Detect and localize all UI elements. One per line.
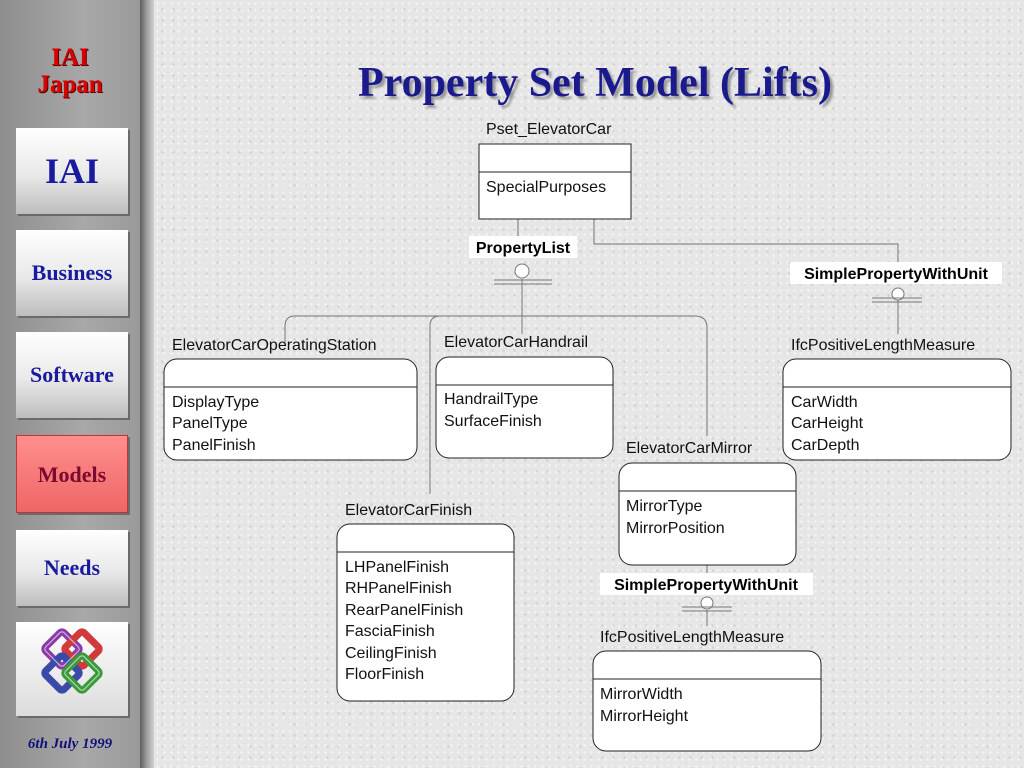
slide-title: Property Set Model (Lifts) (358, 60, 832, 106)
attr-finish-1: RHPanelFinish (345, 580, 452, 597)
simpleproperty-2-bars (682, 606, 732, 612)
connector-to-operating-station (284, 300, 523, 344)
emblem-button[interactable] (16, 622, 128, 716)
nav-button-models[interactable]: Models (16, 435, 128, 513)
attr-finish-4: CeilingFinish (345, 645, 437, 662)
interlocked-squares-icon (41, 628, 103, 694)
propertylist-label-bg (469, 236, 577, 258)
attr-handrail-0: HandrailType (444, 391, 538, 408)
footer-date: 6th July 1999 (27, 736, 113, 752)
attr-mirror-1: MirrorPosition (626, 520, 725, 537)
attr-measure-1-1: CarHeight (791, 415, 864, 432)
node-box-mirror (618, 462, 797, 566)
attr-measure-2-1: MirrorHeight (600, 708, 689, 725)
propertylist-aggregation-bars (494, 279, 552, 285)
node-box-measure-1 (782, 358, 1012, 461)
nav-button-business[interactable]: Business (16, 230, 128, 316)
connector-to-mirror (522, 315, 708, 436)
logo-line-2: Japan (37, 71, 103, 98)
node-title-handrail: ElevatorCarHandrail (444, 334, 588, 351)
attr-operating-station-1: PanelType (172, 415, 248, 432)
node-box-handrail (435, 356, 614, 459)
node-title-measure-1: IfcPositiveLengthMeasure (791, 337, 975, 354)
attr-measure-1-2: CarDepth (791, 437, 859, 454)
attr-handrail-1: SurfaceFinish (444, 413, 542, 430)
node-title-mirror: ElevatorCarMirror (626, 440, 753, 457)
propertylist-aggregation-circle (514, 263, 530, 279)
node-box-measure-2 (592, 650, 822, 752)
connector-to-finish (429, 315, 522, 494)
attr-finish-5: FloorFinish (345, 666, 424, 683)
node-title-operating-station: ElevatorCarOperatingStation (172, 337, 377, 354)
attr-finish-0: LHPanelFinish (345, 559, 449, 576)
nav-button-iai[interactable]: IAI (16, 128, 128, 214)
iai-japan-logo-text: IAI Japan (0, 44, 140, 98)
simpleproperty-2-circle (700, 596, 714, 610)
node-box-finish (336, 523, 515, 702)
node-title-measure-2: IfcPositiveLengthMeasure (600, 629, 784, 646)
attr-measure-1-0: CarWidth (791, 394, 858, 411)
nav-button-software[interactable]: Software (16, 332, 128, 418)
nav-button-needs[interactable]: Needs (16, 530, 128, 606)
node-title-pset: Pset_ElevatorCar (486, 121, 612, 138)
simpleproperty-2-label-bg (600, 573, 813, 595)
logo-line-1: IAI (51, 44, 89, 71)
attr-operating-station-2: PanelFinish (172, 437, 256, 454)
relation-label-propertylist: PropertyList (476, 240, 571, 257)
sidebar-rail (140, 0, 154, 768)
relation-label-simpleproperty-1: SimplePropertyWithUnit (804, 266, 989, 283)
node-box-operating-station (163, 358, 418, 461)
attr-mirror-0: MirrorType (626, 498, 703, 515)
attr-operating-station-0: DisplayType (172, 394, 259, 411)
attr-measure-2-0: MirrorWidth (600, 686, 683, 703)
attr-pset-0: SpecialPurposes (486, 179, 606, 196)
node-box-pset (478, 143, 632, 220)
connector-pset-simpleproperty-1 (593, 219, 899, 266)
relation-label-simpleproperty-2: SimplePropertyWithUnit (614, 577, 799, 594)
simpleproperty-1-label-bg (790, 262, 1002, 284)
attr-finish-2: RearPanelFinish (345, 602, 463, 619)
attr-finish-3: FasciaFinish (345, 623, 435, 640)
simpleproperty-1-bars (872, 297, 922, 303)
simpleproperty-1-circle (891, 287, 905, 301)
node-title-finish: ElevatorCarFinish (345, 502, 472, 519)
